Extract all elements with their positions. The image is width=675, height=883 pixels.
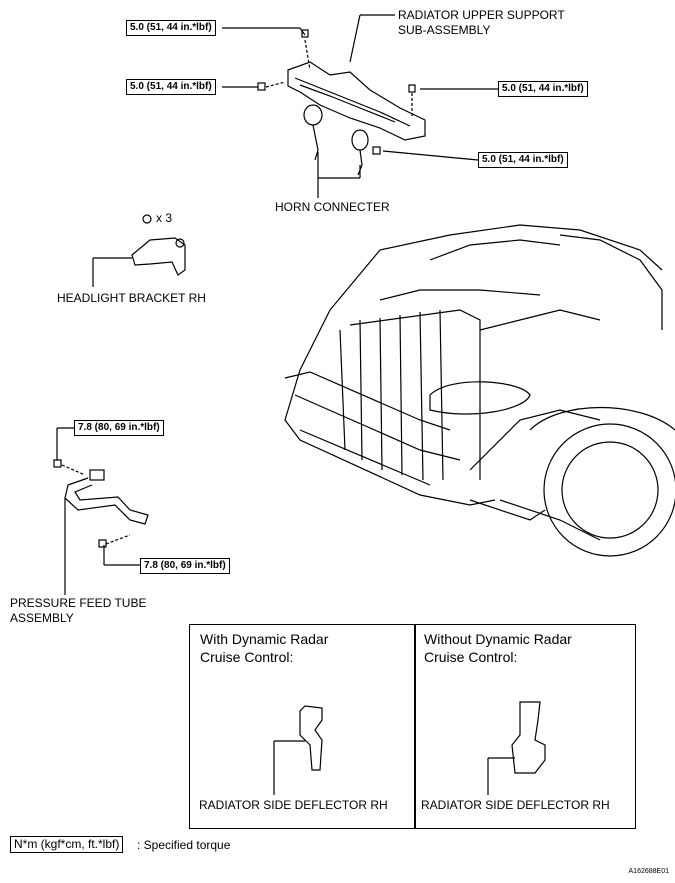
torque-legend-description: : Specified torque — [137, 838, 231, 852]
pressure-feed-tube-line1: PRESSURE FEED TUBE — [10, 596, 147, 610]
figure-id: A162688E01 — [628, 868, 669, 875]
pressure-feed-tube-line2: ASSEMBLY — [10, 611, 74, 625]
radiator-upper-support-line1: RADIATOR UPPER SUPPORT — [398, 8, 565, 22]
without-radar-panel — [414, 624, 636, 829]
torque-unit-legend: N*m (kgf*cm, ft.*lbf) — [10, 836, 124, 853]
torque-label-support-top: 5.0 (51, 44 in.*lbf) — [126, 20, 216, 36]
headlight-bracket-label: HEADLIGHT BRACKET RH — [57, 291, 206, 305]
quantity-label: x 3 — [156, 211, 173, 225]
torque-label-support-left: 5.0 (51, 44 in.*lbf) — [126, 79, 216, 95]
with-radar-part-label: RADIATOR SIDE DEFLECTOR RH — [199, 798, 388, 812]
radiator-upper-support-label: RADIATOR UPPER SUPPORT SUB-ASSEMBLY — [398, 8, 565, 38]
torque-label-support-right: 5.0 (51, 44 in.*lbf) — [498, 81, 588, 97]
without-radar-title-line2: Cruise Control: — [424, 649, 518, 665]
torque-label-support-bottom-right: 5.0 (51, 44 in.*lbf) — [478, 152, 568, 168]
without-radar-part-label: RADIATOR SIDE DEFLECTOR RH — [421, 798, 610, 812]
without-radar-title-line1: Without Dynamic Radar — [424, 631, 572, 647]
pressure-feed-tube-label: PRESSURE FEED TUBE ASSEMBLY — [10, 596, 146, 626]
torque-label-tube-top: 7.8 (80, 69 in.*lbf) — [74, 420, 164, 436]
torque-label-tube-bottom: 7.8 (80, 69 in.*lbf) — [140, 558, 230, 574]
radiator-upper-support-line2: SUB-ASSEMBLY — [398, 23, 491, 37]
with-radar-title-line1: With Dynamic Radar — [200, 631, 329, 647]
with-radar-panel — [189, 624, 416, 829]
horn-connector-label: HORN CONNECTER — [275, 200, 390, 214]
without-radar-title: Without Dynamic Radar Cruise Control: — [424, 630, 572, 666]
with-radar-title: With Dynamic Radar Cruise Control: — [200, 630, 328, 666]
with-radar-title-line2: Cruise Control: — [200, 649, 294, 665]
